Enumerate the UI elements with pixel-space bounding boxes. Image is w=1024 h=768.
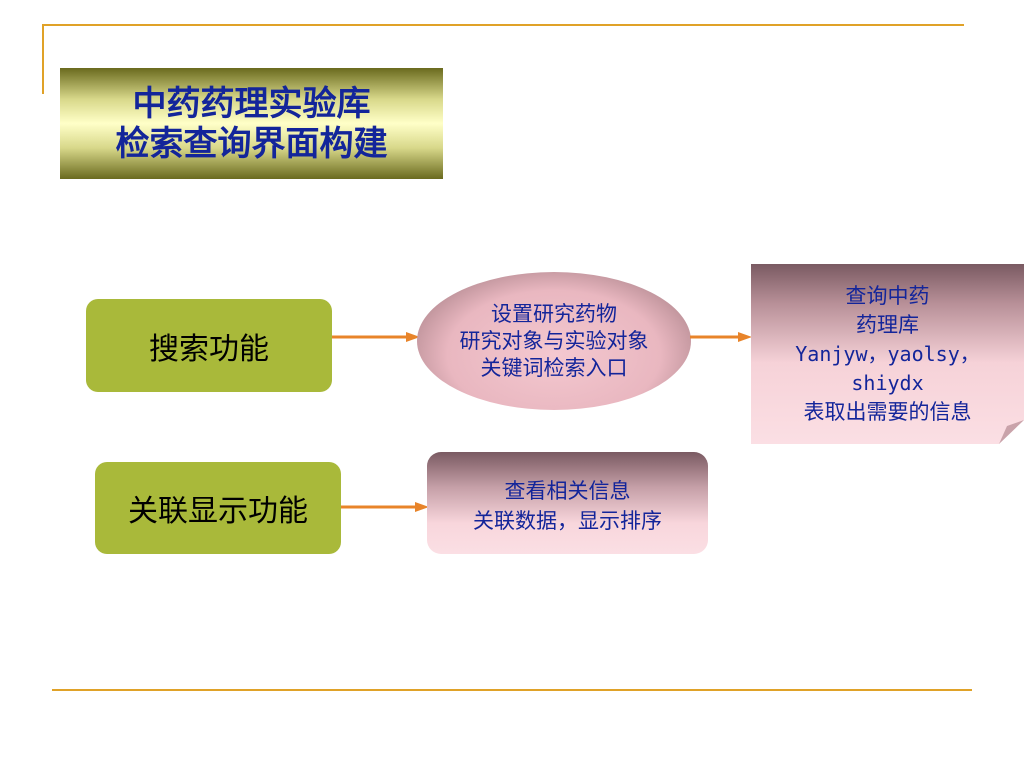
search-function-box: 搜索功能 <box>86 299 332 392</box>
related-info-box: 查看相关信息 关联数据，显示排序 <box>427 452 708 554</box>
top-decorative-line <box>42 24 964 26</box>
association-function-label: 关联显示功能 <box>128 494 308 529</box>
related-info-line-1: 查看相关信息 <box>504 479 631 503</box>
result-line-5: 表取出需要的信息 <box>803 399 972 424</box>
ellipse-line-1: 设置研究药物 <box>491 301 617 326</box>
related-info-line-2: 关联数据，显示排序 <box>473 509 662 533</box>
association-function-box: 关联显示功能 <box>95 462 341 554</box>
title-line-2: 检索查询界面构建 <box>115 123 388 164</box>
keyword-search-ellipse: 设置研究药物 研究对象与实验对象 关键词检索入口 <box>417 272 691 410</box>
folded-corner-icon <box>999 420 1024 444</box>
bottom-decorative-line <box>52 689 972 691</box>
search-function-label: 搜索功能 <box>149 331 269 367</box>
query-result-box: 查询中药 药理库 Yanjyw，yaolsy， shiydx 表取出需要的信息 <box>751 264 1024 444</box>
result-line-1: 查询中药 <box>845 283 930 308</box>
arrow-ellipse-to-result <box>690 332 752 342</box>
result-line-2: 药理库 <box>856 312 919 337</box>
title-line-1: 中药药理实验库 <box>132 83 371 124</box>
left-decorative-line <box>42 24 44 94</box>
slide-title: 中药药理实验库 检索查询界面构建 <box>60 68 443 179</box>
ellipse-line-2: 研究对象与实验对象 <box>459 328 649 353</box>
result-line-4: shiydx <box>851 370 924 395</box>
arrow-association-to-info <box>341 502 429 512</box>
ellipse-line-3: 关键词检索入口 <box>480 355 628 380</box>
arrow-search-to-ellipse <box>332 332 420 342</box>
result-line-3: Yanjyw，yaolsy， <box>795 341 980 366</box>
